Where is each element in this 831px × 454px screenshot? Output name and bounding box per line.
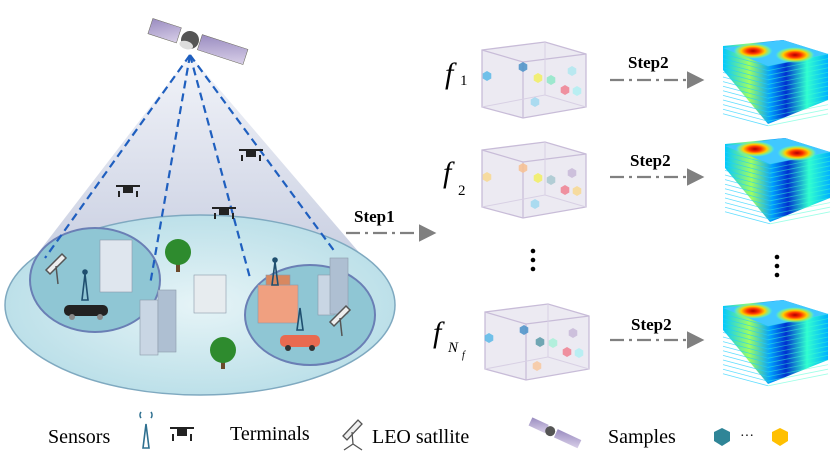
drone-icon	[116, 149, 263, 219]
legend-samples-ellipsis: ···	[740, 429, 754, 444]
leo-satellite-icon	[528, 417, 582, 449]
terminal-icon	[342, 419, 363, 451]
step2-group: Step2 Step2 Step2	[610, 53, 705, 349]
satellite-links	[44, 54, 336, 286]
sample-point	[574, 348, 584, 358]
drone-icon	[170, 427, 194, 441]
sample-point	[572, 86, 582, 96]
leo-satellite-icon	[147, 18, 249, 65]
frequency-symbol: f	[443, 156, 455, 189]
sample-hexagon-icon	[714, 428, 730, 446]
sample-point	[519, 325, 529, 335]
sample-point	[546, 175, 556, 185]
sensor-tower-icon	[139, 411, 153, 449]
frequency-label-2: f 2	[443, 156, 466, 199]
frequency-subscript: N	[447, 340, 459, 356]
legend-satellite-label: LEO satllite	[372, 426, 469, 448]
sample-point	[535, 337, 545, 347]
sample-point	[546, 75, 556, 85]
radio-map-stack	[724, 138, 831, 225]
sample-point	[560, 85, 570, 95]
sample-point	[562, 347, 572, 357]
frequency-subscript: 2	[458, 183, 466, 199]
sample-cube	[481, 41, 587, 119]
legend-terminals-label: Terminals	[230, 423, 310, 445]
sample-point	[572, 186, 582, 196]
legend-samples-label: Samples	[608, 426, 676, 448]
legend-sensors-label: Sensors	[48, 426, 110, 448]
sample-point	[533, 73, 543, 83]
vehicle-icon	[64, 305, 320, 351]
sample-point	[560, 185, 570, 195]
sample-point	[548, 338, 558, 348]
sample-point	[482, 172, 492, 182]
sample-point	[567, 168, 577, 178]
sample-hexagon-icon	[772, 428, 788, 446]
sample-point	[532, 361, 542, 371]
sample-point	[530, 199, 540, 209]
building-icon	[99, 239, 349, 356]
terminal-icon	[44, 252, 352, 337]
sample-point	[530, 97, 540, 107]
step2-label: Step2	[628, 53, 669, 72]
sample-point	[533, 173, 543, 183]
sample-point	[484, 333, 494, 343]
sample-point	[482, 71, 492, 81]
radio-map-stack	[722, 300, 829, 387]
sample-point	[568, 328, 578, 338]
sample-point	[518, 163, 528, 173]
frequency-sub-subscript: f	[462, 350, 466, 361]
frequency-symbol: f	[445, 57, 457, 90]
step1-label: Step1	[354, 207, 395, 226]
sample-cube	[484, 303, 590, 381]
sensor-tower-icon	[81, 257, 304, 331]
vertical-ellipsis	[530, 248, 780, 278]
frequency-label-nf: f N f	[433, 316, 466, 361]
frequency-symbol: f	[433, 316, 445, 349]
legend: Sensors Terminals LEO satllite Samples ·…	[48, 411, 788, 451]
sample-cube	[481, 141, 587, 219]
radio-map-stack	[722, 40, 829, 127]
step2-label: Step2	[630, 151, 671, 170]
tree-icon	[165, 239, 236, 369]
frequency-label-1: f 1	[445, 57, 468, 90]
sample-point	[567, 66, 577, 76]
frequency-subscript: 1	[460, 73, 468, 89]
step2-label: Step2	[631, 315, 672, 334]
sample-point	[518, 62, 528, 72]
